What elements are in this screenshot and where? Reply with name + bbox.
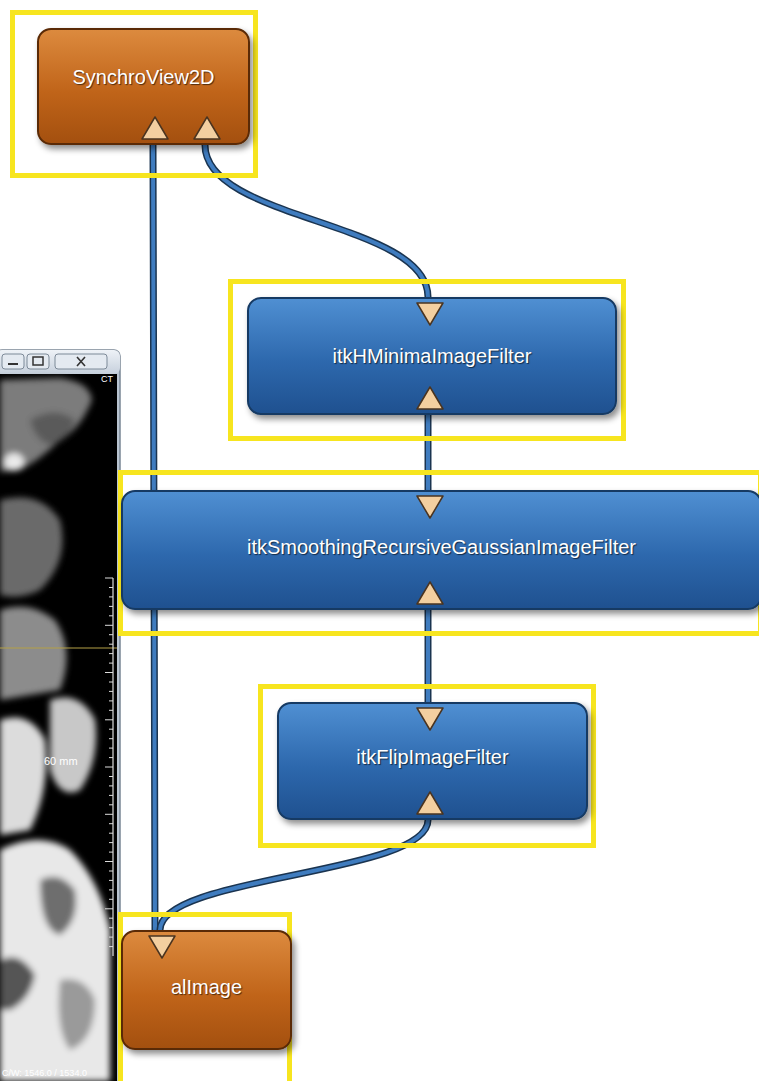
- module-box-orange: SynchroView2D: [37, 28, 250, 145]
- port-triangle: [192, 115, 222, 141]
- port-triangle: [415, 580, 445, 606]
- viewer-annotation: C/W: 1546.0 / 1534.0: [2, 1068, 87, 1078]
- port-triangle: [415, 301, 445, 327]
- viewer-annotation: CT: [101, 374, 113, 384]
- module-connection: [205, 145, 428, 297]
- module-name: alImage: [123, 976, 290, 999]
- port-triangle: [415, 706, 445, 732]
- module-name: itkFlipImageFilter: [279, 746, 586, 769]
- module-name: itkSmoothingRecursiveGaussianImageFilter: [123, 536, 759, 559]
- viewer-annotation: 60 mm: [44, 755, 78, 767]
- module-box-blue: itkFlipImageFilter: [277, 702, 588, 820]
- module-box-blue: itkHMinimaImageFilter: [247, 297, 617, 415]
- module-connection: [428, 415, 429, 490]
- port-triangle: [415, 494, 445, 520]
- module-name: SynchroView2D: [39, 66, 248, 89]
- port-triangle: [140, 115, 170, 141]
- port-triangle: [415, 790, 445, 816]
- port-triangle: [415, 385, 445, 411]
- port-triangle: [147, 934, 177, 960]
- module-box-blue: itkSmoothingRecursiveGaussianImageFilter: [121, 490, 759, 610]
- module-box-orange: alImage: [121, 930, 292, 1050]
- module-name: itkHMinimaImageFilter: [249, 345, 615, 368]
